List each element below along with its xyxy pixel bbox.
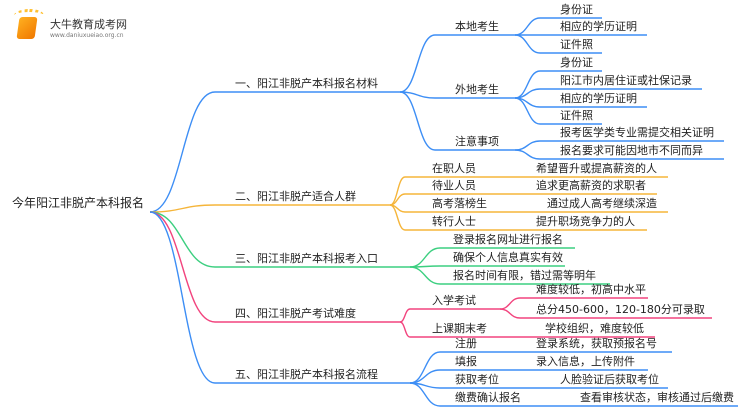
leaf-line <box>514 97 602 125</box>
audience-type: 在职人员 <box>432 162 476 175</box>
process-desc: 录入信息，上传附件 <box>536 355 635 368</box>
branch-topic-5: 五、阳江非脱产本科报名流程 <box>235 368 378 381</box>
subtopic-line <box>399 91 515 99</box>
leaf-item: 身份证 <box>560 3 593 16</box>
entry-item: 登录报名网址进行报名 <box>453 233 563 246</box>
leaf-line <box>514 149 724 160</box>
subtopic-line <box>409 382 738 407</box>
subtopic-line <box>399 34 515 93</box>
process-step: 获取考位 <box>455 373 499 386</box>
process-desc: 查看审核状态，审核通过后缴费 <box>580 391 734 404</box>
audience-type: 待业人员 <box>432 179 476 192</box>
subtopic-line <box>409 351 672 384</box>
leaf-item: 报考医学类专业需提交相关证明 <box>560 126 714 139</box>
process-desc: 人脸验证后获取考位 <box>560 373 659 386</box>
leaf-item: 身份证 <box>560 56 593 69</box>
subtopic: 上课期末考 <box>432 322 487 335</box>
branch-topic-1: 一、阳江非脱产本科报名材料 <box>235 77 378 90</box>
logo: 大牛教育成考网 www.daniuxueiao.org.cn <box>12 8 127 39</box>
leaf-item: 证件照 <box>560 38 593 51</box>
branch-line-4 <box>149 211 400 323</box>
branch-line-3 <box>149 211 410 268</box>
leaf-item: 学校组织，难度较低 <box>545 322 644 335</box>
audience-desc: 追求更高薪资的求职者 <box>536 179 646 192</box>
audience-type: 高考落榜生 <box>432 197 487 210</box>
leaf-item: 证件照 <box>560 109 593 122</box>
branch-topic-2: 二、阳江非脱产适合人群 <box>235 190 356 203</box>
leaf-line <box>499 308 712 319</box>
subtopic-line <box>409 265 565 268</box>
subtopic-line <box>409 266 610 285</box>
process-desc: 登录系统，获取预报名号 <box>536 337 657 350</box>
leaf-item: 相应的学历证明 <box>560 20 637 33</box>
logo-name: 大牛教育成考网 <box>50 18 127 31</box>
audience-desc: 希望晋升或提高薪资的人 <box>536 162 657 175</box>
leaf-line <box>499 297 648 310</box>
subtopic-line <box>399 321 655 338</box>
leaf-item: 报名要求可能因地市不同而异 <box>560 144 703 157</box>
entry-item: 确保个人信息真实有效 <box>453 251 563 264</box>
subtopic-line <box>399 91 515 151</box>
subtopic: 入学考试 <box>432 294 476 307</box>
leaf-item: 难度较低，初高中水平 <box>536 283 646 296</box>
leaf-item: 阳江市内居住证或社保记录 <box>560 74 692 87</box>
audience-type: 转行人士 <box>432 215 476 228</box>
subtopic: 本地考生 <box>455 20 499 33</box>
branch-line-2 <box>149 204 390 213</box>
leaf-item: 相应的学历证明 <box>560 92 637 105</box>
audience-desc: 通过成人高考继续深造 <box>547 197 657 210</box>
subtopic-line <box>399 308 500 323</box>
root-topic: 今年阳江非脱产本科报名 <box>12 196 145 210</box>
branch-line-1 <box>149 91 400 213</box>
leaf-item: 总分450-600，120-180分可录取 <box>536 303 705 316</box>
subtopic: 外地考生 <box>455 83 499 96</box>
entry-item: 报名时间有限，错过需等明年 <box>453 269 596 282</box>
process-step: 填报 <box>455 355 477 368</box>
logo-url: www.daniuxueiao.org.cn <box>50 32 124 39</box>
process-step: 注册 <box>455 337 477 350</box>
branch-topic-3: 三、阳江非脱产本科报考入口 <box>235 252 378 265</box>
leaf-line <box>514 34 602 54</box>
process-step: 缴费确认报名 <box>455 391 521 404</box>
branch-line-5 <box>149 211 410 384</box>
audience-desc: 提升职场竞争力的人 <box>536 215 635 228</box>
subtopic-line <box>389 204 647 231</box>
branch-topic-4: 四、阳江非脱产考试难度 <box>235 307 356 320</box>
subtopic: 注意事项 <box>455 135 499 148</box>
